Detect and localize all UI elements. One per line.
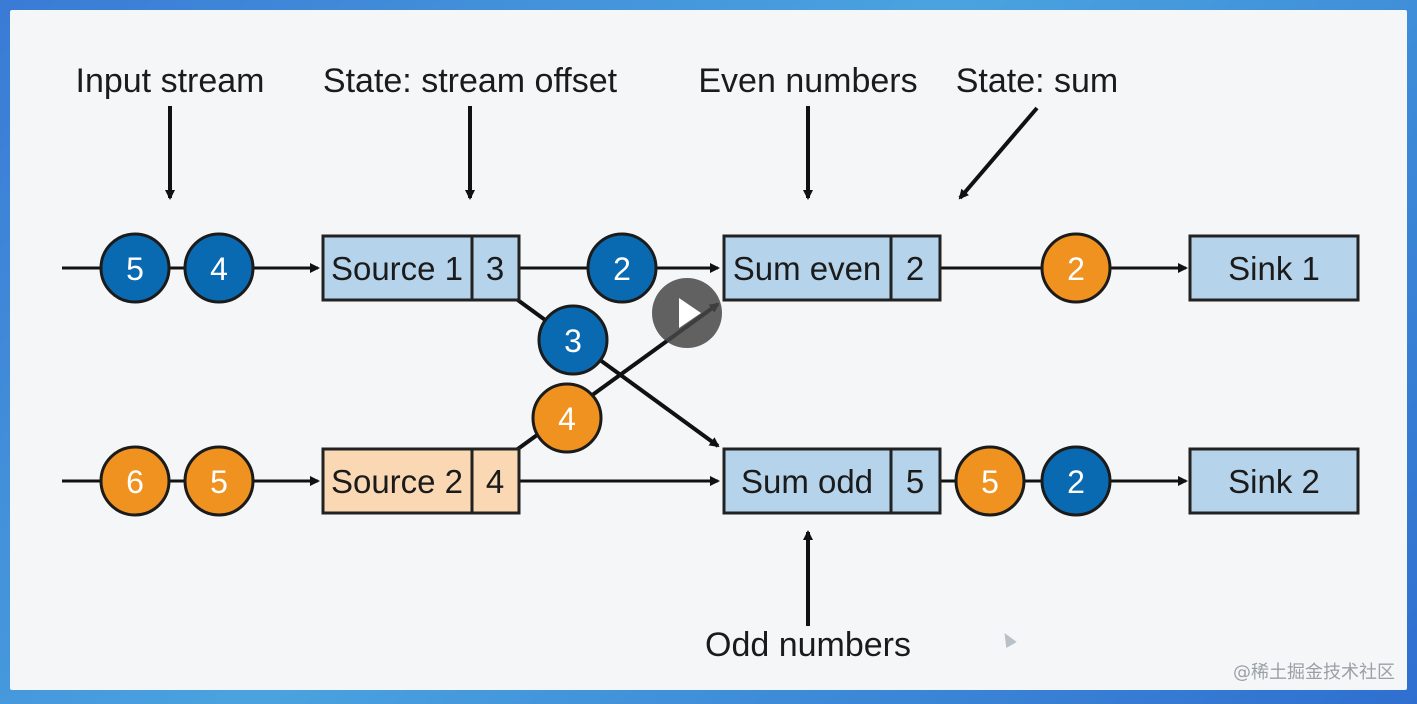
record-source2-to-even: 4 (531, 382, 603, 454)
svg-text:5: 5 (126, 251, 144, 287)
record-even-out: 2 (1040, 232, 1112, 304)
dataflow-diagram: Input stream State: stream offset Even n… (62, 62, 1360, 664)
record-odd-out-b: 2 (1040, 445, 1112, 517)
operator-source2: Source 2 4 (321, 447, 521, 515)
record-odd-out-a: 5 (954, 445, 1026, 517)
svg-text:5: 5 (981, 464, 999, 500)
source1-label: Source 1 (331, 250, 463, 287)
operator-sink2: Sink 2 (1188, 447, 1360, 515)
svg-text:2: 2 (613, 251, 631, 287)
operator-source1: Source 1 3 (321, 234, 521, 302)
label-even-numbers: Even numbers (698, 62, 917, 100)
label-odd-numbers: Odd numbers (705, 626, 911, 664)
sum-even-state: 2 (906, 250, 924, 287)
record-source1-to-odd: 3 (537, 304, 609, 376)
record-in2-b: 5 (183, 445, 255, 517)
arrow-state-sum (958, 106, 1039, 200)
operator-sum-even: Sum even 2 (722, 234, 942, 302)
sink1-label: Sink 1 (1228, 250, 1320, 287)
svg-text:2: 2 (1067, 251, 1085, 287)
source1-state: 3 (486, 250, 504, 287)
source2-state: 4 (486, 463, 504, 500)
record-in1-b: 4 (183, 232, 255, 304)
label-state-offset: State: stream offset (323, 62, 618, 100)
diagram-frame: Input stream State: stream offset Even n… (10, 10, 1407, 690)
watermark-text: @稀土掘金技术社区 (1233, 662, 1395, 683)
sum-odd-label: Sum odd (741, 463, 873, 500)
play-button[interactable] (652, 278, 722, 348)
label-input-stream: Input stream (76, 62, 265, 100)
label-state-sum: State: sum (956, 62, 1119, 100)
svg-text:3: 3 (564, 323, 582, 359)
operator-sink1: Sink 1 (1188, 234, 1360, 302)
sum-even-label: Sum even (733, 250, 882, 287)
svg-text:5: 5 (210, 464, 228, 500)
source2-label: Source 2 (331, 463, 463, 500)
operator-sum-odd: Sum odd 5 (722, 447, 942, 515)
record-source1-to-even: 2 (586, 232, 658, 304)
svg-text:4: 4 (558, 401, 576, 437)
svg-text:2: 2 (1067, 464, 1085, 500)
record-in1-a: 5 (99, 232, 171, 304)
sum-odd-state: 5 (906, 463, 924, 500)
svg-text:6: 6 (126, 464, 144, 500)
sink2-label: Sink 2 (1228, 463, 1320, 500)
svg-text:4: 4 (210, 251, 228, 287)
record-in2-a: 6 (99, 445, 171, 517)
